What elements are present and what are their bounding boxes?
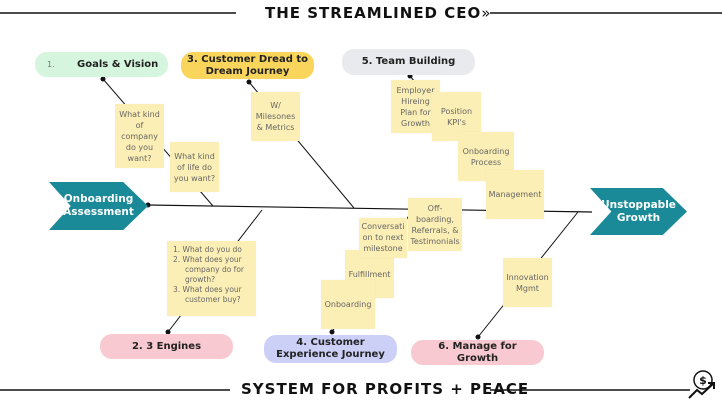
category-team-building: 5. Team Building xyxy=(342,49,475,75)
svg-text:$: $ xyxy=(699,374,707,387)
list-item: 2. What does your company do for growth? xyxy=(173,255,244,284)
sticky-note: Management xyxy=(486,170,544,219)
dollar-growth-icon: $ xyxy=(688,370,715,399)
sticky-note: What kind of company do you want? xyxy=(115,104,164,168)
category-manage-growth: 6. Manage for Growth xyxy=(411,340,544,365)
category-label: Goals & Vision xyxy=(77,58,159,70)
header-title: THE STREAMLINED CEO» xyxy=(265,4,492,22)
list-item: 1. What do you do xyxy=(173,245,242,254)
category-goals-vision: 1. Goals & Vision xyxy=(35,52,168,77)
sticky-note: Conversati on to next milestone xyxy=(359,218,407,258)
footer-title: SYSTEM FOR PROFITS + PEACE xyxy=(241,380,530,398)
sticky-note: Onboarding xyxy=(321,280,375,329)
sticky-note: W/ Milesones & Metrics xyxy=(251,92,300,141)
sticky-note: Off-boarding, Referrals, & Testimonials xyxy=(408,198,462,251)
double-chevron-icon: » xyxy=(481,4,492,22)
sticky-note: What kind of life do you want? xyxy=(170,142,219,192)
sticky-note: Employer Hireing Plan for Growth xyxy=(391,80,440,133)
list-item: 3. What does your customer buy? xyxy=(173,285,242,304)
category-3-engines: 2. 3 Engines xyxy=(100,334,233,359)
category-customer-dread: 3. Customer Dread to Dream Journey xyxy=(181,52,314,79)
category-customer-experience: 4. Customer Experience Journey xyxy=(264,335,397,363)
sticky-note: Innovation Mgmt xyxy=(503,258,552,307)
sticky-note-engines-list: 1. What do you do 2. What does your comp… xyxy=(167,241,256,316)
category-number: 1. xyxy=(47,59,55,69)
